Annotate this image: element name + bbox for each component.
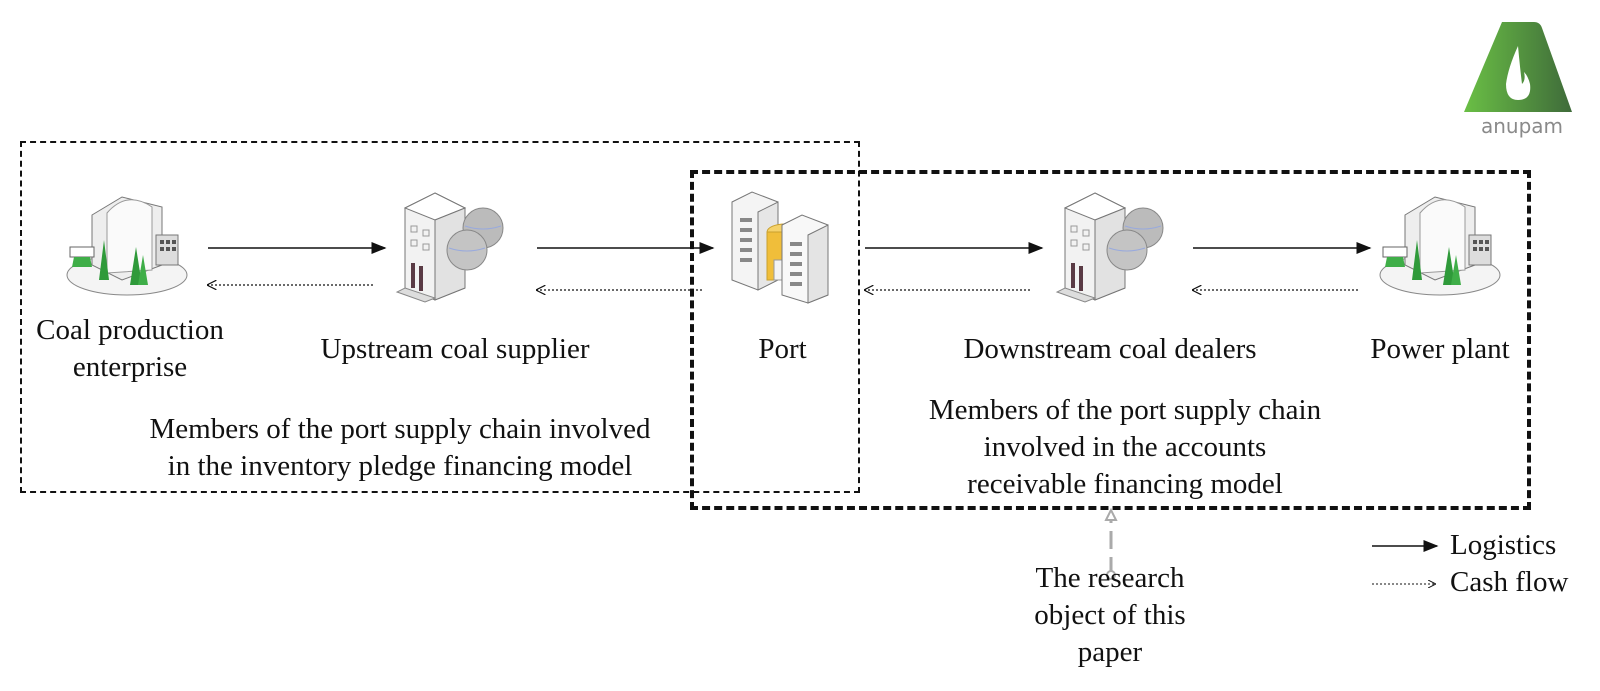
logo-text: anupam [1480,114,1564,138]
node-label-power-plant: Power plant [1370,333,1510,365]
label-line: enterprise [72,351,188,383]
description-line: Members of the port supply chain involve… [149,413,651,445]
office-building-icon [1379,196,1501,296]
logo: anupam [1462,18,1582,143]
server-warehouse-icon [731,191,829,304]
network-building-icon [395,192,504,303]
legend-logistics-label: Logistics [1450,529,1557,561]
flame-logo-icon [1464,22,1572,112]
annotation-line: object of this [1034,599,1186,631]
receivable-group-description: Members of the port supply chain involve… [900,392,1350,503]
node-label-coal-production: Coal production enterprise [20,312,240,386]
annotation-line: paper [1077,636,1143,668]
network-building-icon [1055,192,1164,303]
inventory-pledge-group-box [20,141,860,493]
annotation-line: The research [1035,562,1185,594]
description-line: receivable financing model [967,468,1283,500]
description-line: in the inventory pledge financing model [167,450,633,482]
node-label-port: Port [758,333,807,365]
description-line: involved in the accounts [983,431,1267,463]
research-object-pointer [1104,507,1118,580]
inventory-group-description: Members of the port supply chain involve… [100,411,700,485]
office-building-icon [66,196,188,296]
receivable-financing-group-box [690,170,1531,510]
node-label-upstream-supplier: Upstream coal supplier [320,333,590,365]
legend-cash-flow-label: Cash flow [1450,566,1569,598]
description-line: Members of the port supply chain [928,394,1322,426]
research-object-annotation: The research object of this paper [1000,560,1220,671]
label-line: Coal production [36,314,224,346]
node-label-downstream-dealers: Downstream coal dealers [963,333,1257,365]
